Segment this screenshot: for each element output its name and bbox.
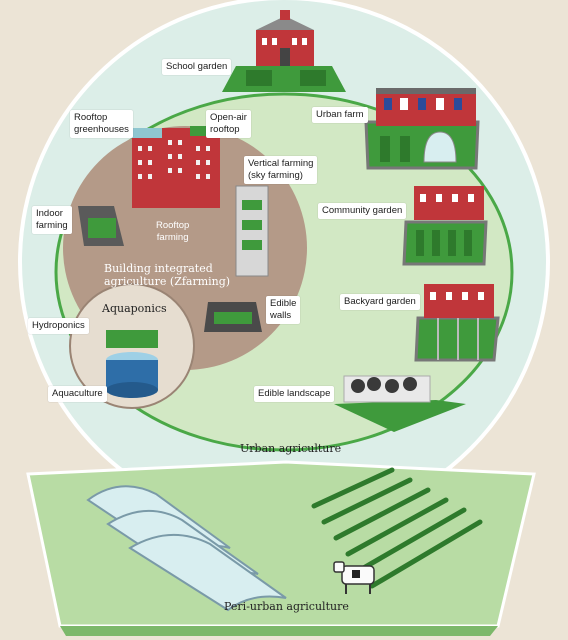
label-building-integrated: Building integrated agriculture (Zfarmin…: [104, 262, 231, 288]
label-aquaculture: Aquaculture: [48, 386, 107, 402]
school-building: [222, 10, 346, 92]
urban-farm: [364, 88, 480, 170]
label-edible-walls: Edible walls: [266, 296, 301, 324]
label-rooftop-farming: Rooftop farming: [156, 220, 190, 243]
label-hydroponics: Hydroponics: [28, 318, 89, 334]
label-rooftop-greenhouses: Rooftop greenhouses: [70, 110, 133, 138]
label-vertical-farming: Vertical farming (sky farming): [244, 156, 318, 184]
edible-landscape: [334, 375, 466, 432]
indoor-farm-unit: [78, 206, 124, 246]
crop-rows: [311, 467, 483, 589]
label-school-garden: School garden: [162, 59, 232, 75]
label-urban-agriculture: Urban agriculture: [240, 442, 342, 455]
cow: [333, 561, 375, 594]
label-peri-urban-agriculture: Peri-urban agriculture: [224, 600, 349, 613]
label-edible-landscape: Edible landscape: [254, 386, 335, 402]
label-backyard-garden: Backyard garden: [340, 294, 420, 310]
label-open-air-rooftop: Open-air rooftop: [206, 110, 251, 138]
rooftop-towers: [132, 126, 220, 208]
label-community-garden: Community garden: [318, 203, 407, 219]
aquaponics-tank: [106, 330, 158, 398]
label-indoor-farming: Indoor farming: [32, 206, 72, 234]
label-urban-farm: Urban farm: [312, 107, 368, 123]
peri-urban-field-shadow: [60, 626, 498, 636]
community-garden: [402, 186, 488, 266]
edible-wall-unit: [204, 302, 262, 332]
backyard-garden: [414, 284, 500, 362]
label-aquaponics: Aquaponics: [102, 302, 167, 315]
vertical-farm-tower: [235, 185, 269, 277]
greenhouse-tunnels: [86, 485, 287, 612]
